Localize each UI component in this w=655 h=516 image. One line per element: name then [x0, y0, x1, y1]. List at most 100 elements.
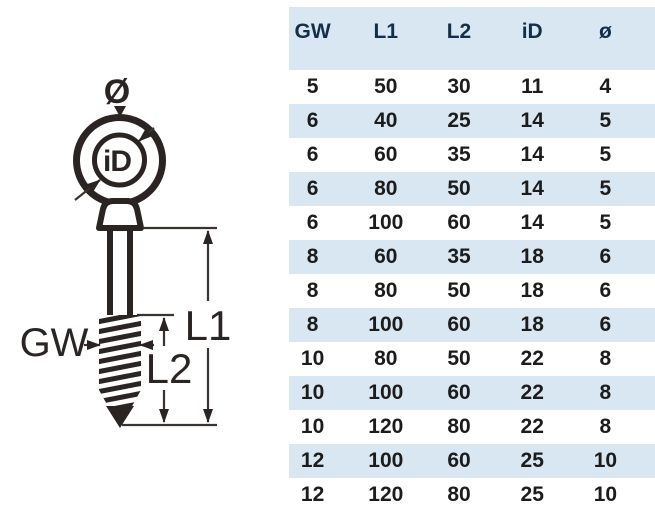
- table-cell: 25: [447, 109, 471, 132]
- table-cell: 50: [447, 177, 471, 200]
- table-cell: 10: [593, 449, 618, 472]
- table-cell: 100: [368, 211, 404, 234]
- table-body: 5 50 30 11 4 6 40 25 14 5 6 60 35 14 5 6 80 50 14 5 6 100 60 14…: [289, 70, 655, 512]
- table-cell: 80: [374, 347, 398, 370]
- table-cell: 35: [447, 245, 471, 268]
- column-header-id: iD: [521, 20, 543, 43]
- total-length-label: L1: [185, 302, 232, 349]
- table-cell: 8: [306, 245, 319, 268]
- table-cell: 60: [374, 143, 398, 166]
- table-cell: 35: [447, 143, 471, 166]
- table-cell: 14: [520, 109, 544, 132]
- screw-tip: [106, 406, 134, 428]
- table-cell: 10: [300, 415, 325, 438]
- table-row: 6 100 60 14 5: [289, 206, 655, 240]
- table-cell: 100: [368, 381, 404, 404]
- table-cell: 6: [599, 279, 612, 302]
- table-row: 8 60 35 18 6: [289, 240, 655, 274]
- table-row: 12 120 80 25 10: [289, 478, 655, 512]
- table-cell: 50: [374, 75, 398, 98]
- table-row: 8 100 60 18 6: [289, 308, 655, 342]
- column-header-gw: GW: [294, 20, 331, 43]
- table-cell: 10: [300, 347, 325, 370]
- thread-length-label: L2: [146, 345, 193, 392]
- table-cell: 10: [300, 381, 325, 404]
- table-cell: 60: [447, 313, 471, 336]
- table-cell: 120: [368, 415, 404, 438]
- column-header-l1: L1: [373, 20, 399, 43]
- table-row: 8 80 50 18 6: [289, 274, 655, 308]
- screw-thread: [99, 315, 141, 428]
- table-cell: 10: [593, 483, 618, 506]
- column-header-l2: L2: [446, 20, 472, 43]
- table-cell: 6: [306, 143, 319, 166]
- table-row: 10 100 60 22 8: [289, 376, 655, 410]
- table-cell: 6: [306, 109, 319, 132]
- inner-diameter-label: iD: [103, 145, 131, 178]
- table-cell: 6: [599, 245, 612, 268]
- table-cell: 6: [306, 177, 319, 200]
- table-row: 5 50 30 11 4: [289, 70, 655, 104]
- table-cell: 8: [599, 347, 612, 370]
- table-cell: 5: [599, 143, 612, 166]
- table-cell: 14: [520, 143, 544, 166]
- table-cell: 22: [520, 415, 544, 438]
- table-cell: 8: [599, 381, 612, 404]
- table-cell: 8: [306, 313, 319, 336]
- table-cell: 22: [520, 381, 544, 404]
- table-row: 6 60 35 14 5: [289, 138, 655, 172]
- table-cell: 50: [447, 279, 471, 302]
- table-cell: 60: [374, 245, 398, 268]
- table-cell: 18: [520, 245, 544, 268]
- table-cell: 25: [520, 483, 544, 506]
- table-row: 6 80 50 14 5: [289, 172, 655, 206]
- table-cell: 18: [520, 313, 544, 336]
- table-cell: 80: [447, 483, 471, 506]
- table-cell: 5: [599, 109, 612, 132]
- table-cell: 22: [520, 347, 544, 370]
- table-cell: 12: [300, 449, 325, 472]
- table-row: 6 40 25 14 5: [289, 104, 655, 138]
- table-header-row: GW L1 L2 iD ø: [289, 7, 655, 70]
- table-row: 10 120 80 22 8: [289, 410, 655, 444]
- outer-diameter-label: Ø: [104, 73, 130, 111]
- table-cell: 100: [368, 313, 404, 336]
- table-cell: 100: [368, 449, 404, 472]
- table-cell: 40: [374, 109, 398, 132]
- table-cell: 80: [374, 279, 398, 302]
- table-cell: 8: [599, 415, 612, 438]
- table-cell: 80: [447, 415, 471, 438]
- table-cell: 30: [447, 75, 471, 98]
- table-cell: 120: [368, 483, 404, 506]
- table-cell: 60: [447, 381, 471, 404]
- table-cell: 11: [521, 75, 544, 98]
- table-cell: 6: [599, 313, 612, 336]
- table-cell: 5: [306, 75, 319, 98]
- table-cell: 5: [599, 211, 612, 234]
- table-cell: 80: [374, 177, 398, 200]
- eye-bolt-technical-drawing: iD Ø GW L1 L2: [20, 73, 232, 428]
- table-cell: 60: [447, 211, 471, 234]
- table-cell: 5: [599, 177, 612, 200]
- table-cell: 6: [306, 211, 319, 234]
- table-cell: 14: [520, 177, 544, 200]
- table-cell: 8: [306, 279, 319, 302]
- dimension-extension-lines: [122, 226, 217, 427]
- column-header-ø: ø: [598, 20, 612, 43]
- table-row: 10 80 50 22 8: [289, 342, 655, 376]
- collar: [96, 198, 144, 231]
- thread-size-label: GW: [20, 321, 89, 365]
- table-cell: 14: [520, 211, 544, 234]
- table-row: 12 100 60 25 10: [289, 444, 655, 478]
- table-cell: 4: [599, 75, 612, 98]
- table-cell: 18: [520, 279, 544, 302]
- id-dimension-arrows: [74, 127, 155, 201]
- eye-inner-ring: [92, 132, 147, 188]
- table-cell: 12: [300, 483, 325, 506]
- table-cell: 25: [520, 449, 544, 472]
- table-cell: 60: [447, 449, 471, 472]
- shank: [107, 226, 133, 319]
- outer-diameter-arrow: [114, 106, 126, 117]
- table-cell: 50: [447, 347, 471, 370]
